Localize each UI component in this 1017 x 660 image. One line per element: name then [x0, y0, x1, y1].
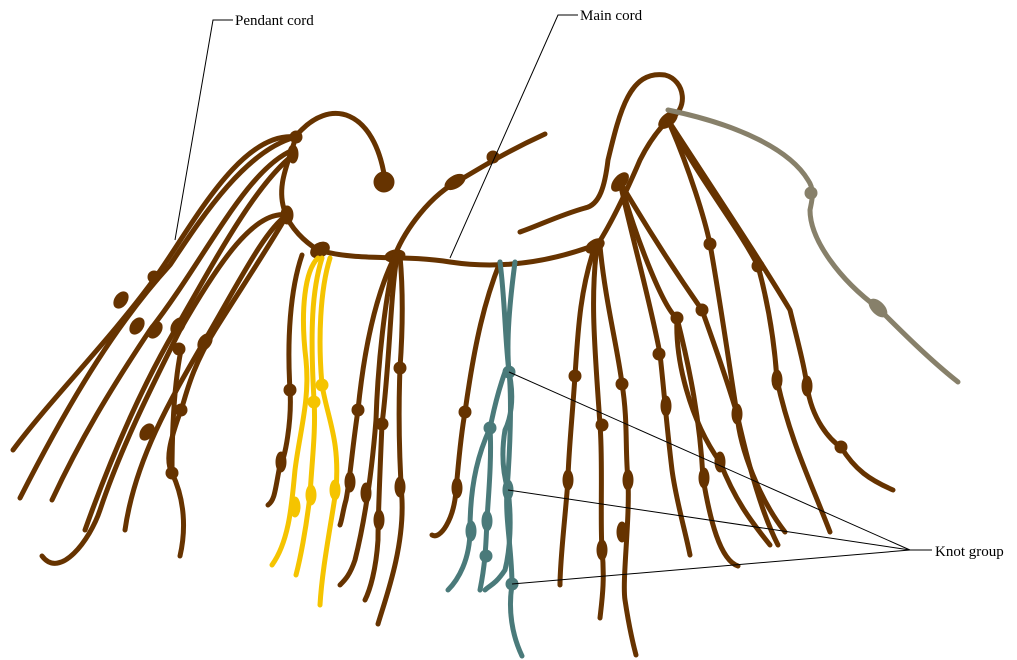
knot — [330, 480, 340, 500]
knot — [563, 470, 573, 490]
knot — [376, 418, 388, 430]
pendant-strand — [668, 120, 785, 532]
knot — [459, 406, 471, 418]
knot — [316, 379, 328, 391]
knot — [616, 378, 628, 390]
knot — [596, 419, 608, 431]
knot — [480, 550, 492, 562]
knot — [617, 522, 627, 542]
knot — [699, 468, 709, 488]
main-cord-label: Main cord — [580, 8, 643, 24]
knot — [111, 289, 131, 311]
main-cord-branch — [395, 134, 545, 255]
knot — [623, 470, 633, 490]
knot — [772, 370, 782, 390]
pendant-strand — [320, 258, 337, 605]
yellow-pendant-group — [272, 258, 340, 605]
knot — [175, 404, 187, 416]
knot — [661, 396, 671, 416]
knot — [484, 422, 496, 434]
knot — [345, 472, 355, 492]
knot — [306, 485, 316, 505]
knot — [752, 260, 764, 272]
pendant-strand — [507, 262, 522, 656]
knot — [482, 511, 492, 531]
knot — [653, 348, 665, 360]
knot — [805, 187, 817, 199]
pendant-strand — [600, 246, 636, 655]
knot — [148, 271, 160, 283]
knot — [466, 521, 476, 541]
pendant-cord-label: Pendant cord — [235, 13, 314, 29]
main-cord-leader — [450, 15, 578, 258]
knot — [166, 467, 178, 479]
cord-end-knob — [374, 172, 394, 192]
knot — [704, 238, 716, 250]
knot — [802, 376, 812, 396]
knot — [452, 478, 462, 498]
knot — [352, 404, 364, 416]
pendant-strand — [677, 318, 770, 545]
knot — [173, 343, 185, 355]
main-cord-group — [308, 75, 683, 265]
knot — [732, 404, 742, 424]
knot — [597, 540, 607, 560]
knot — [835, 441, 847, 453]
knot — [696, 304, 708, 316]
knot — [361, 483, 371, 503]
pendant-strand — [296, 258, 322, 575]
pendant-strand — [560, 246, 595, 585]
pendant-strand — [85, 155, 293, 530]
knot-group-label: Knot group — [935, 544, 1004, 560]
pendant-strand — [620, 182, 778, 545]
knot — [374, 510, 384, 530]
knot-group-leader — [512, 550, 910, 584]
knot — [308, 396, 320, 408]
knot — [284, 384, 296, 396]
knot — [394, 362, 406, 374]
right-pendant-group — [560, 120, 893, 655]
knot — [290, 497, 300, 517]
knot — [127, 315, 147, 337]
knot — [671, 312, 683, 324]
knot — [569, 370, 581, 382]
pendant-strand — [594, 246, 604, 618]
knot — [276, 452, 286, 472]
knot — [395, 477, 405, 497]
knot — [715, 452, 725, 472]
main-cord — [318, 75, 682, 265]
top-loop-cord — [296, 113, 385, 180]
